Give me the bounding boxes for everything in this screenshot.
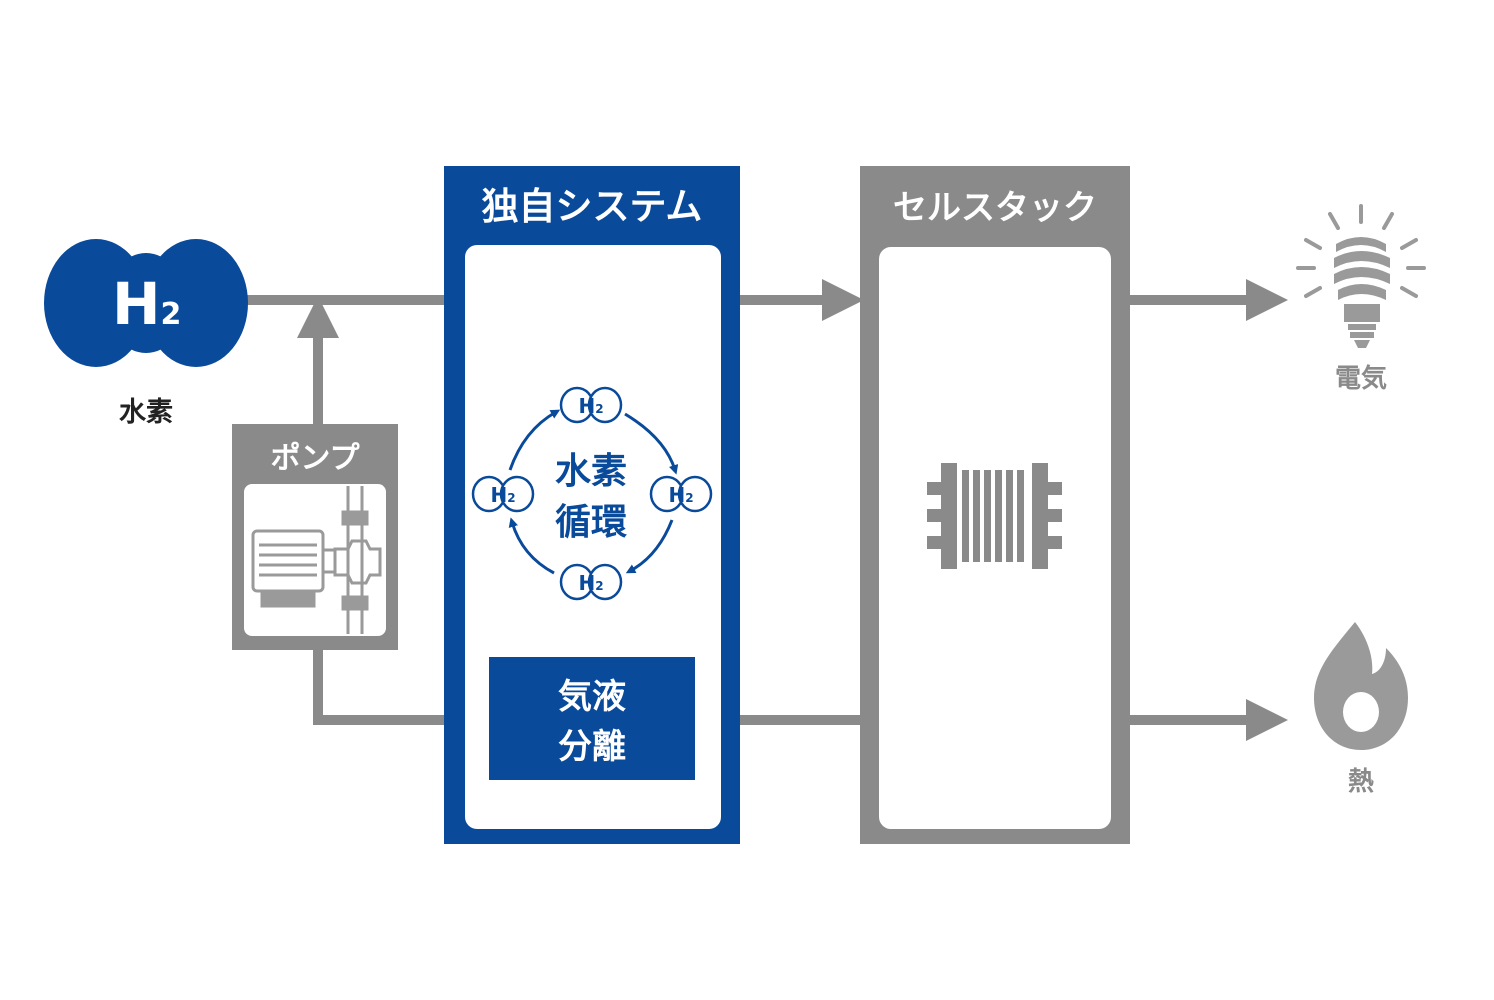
cell-stack-title: セルスタック xyxy=(893,188,1097,228)
pump-title: ポンプ xyxy=(270,441,360,476)
circulation-label-line2: 循環 xyxy=(555,502,627,543)
h2-molecule-icon: H2 xyxy=(471,475,535,513)
svg-text:H2: H2 xyxy=(490,483,515,507)
h2-symbol: H2 xyxy=(112,270,181,338)
cell-stack-box: セルスタック xyxy=(860,166,1130,844)
electricity-label: 電気 xyxy=(1335,363,1387,394)
svg-text:H2: H2 xyxy=(578,571,603,595)
svg-text:H2: H2 xyxy=(668,483,693,507)
h2-molecule-icon: H2 xyxy=(44,239,248,367)
h2-molecule-icon: H2 xyxy=(649,475,713,513)
gas-liquid-separator: 気液 分離 xyxy=(489,657,695,780)
separator-label-line1: 気液 xyxy=(558,677,626,717)
h2-molecule-icon: H2 xyxy=(559,386,623,424)
fuel-cell-stack-icon xyxy=(927,463,1062,569)
cycle-arrow-left-top xyxy=(508,409,561,471)
separator-label-line2: 分離 xyxy=(558,727,626,767)
proprietary-system-box: 独自システム H2 H2 H2 xyxy=(444,166,740,844)
hydrogen-circulation-cycle: H2 H2 H2 H2 水素 循環 xyxy=(471,386,713,601)
cycle-arrow-right-bottom xyxy=(625,519,674,574)
cycle-arrow-top-right xyxy=(624,412,679,475)
h2-molecule-icon: H2 xyxy=(559,563,623,601)
hydrogen-label: 水素 xyxy=(119,397,173,428)
cycle-arrow-bottom-left xyxy=(508,517,555,575)
system-title: 独自システム xyxy=(482,185,703,228)
circulation-label-line1: 水素 xyxy=(555,451,627,492)
heat-label: 熱 xyxy=(1348,767,1374,797)
flame-icon xyxy=(1314,622,1408,750)
pump-motor-icon xyxy=(251,486,382,634)
light-bulb-icon xyxy=(1296,204,1426,348)
pump-box: ポンプ xyxy=(232,424,398,650)
svg-text:H2: H2 xyxy=(578,394,603,418)
